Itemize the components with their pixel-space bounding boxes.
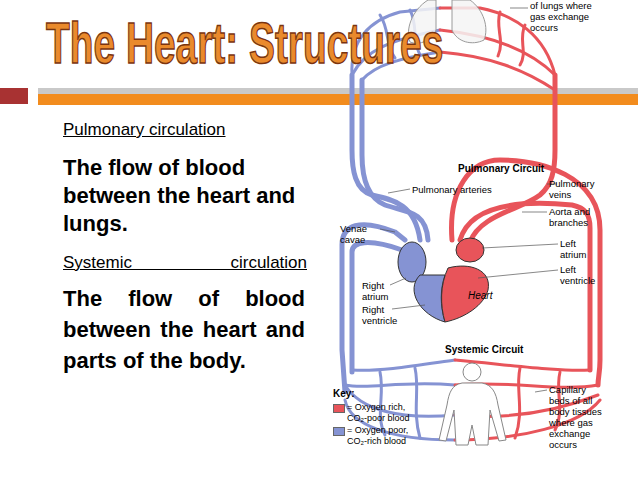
legend-text: = Oxygen poor, CO₂-rich blood: [347, 425, 421, 446]
leader-line: [522, 212, 547, 213]
left-atrium: [456, 238, 484, 262]
capillary: [345, 384, 455, 387]
part-label: Aorta and branches: [549, 206, 604, 228]
leader-line: [482, 244, 558, 248]
lung: [452, 0, 486, 43]
capillary: [520, 25, 525, 65]
leader-line: [510, 8, 528, 9]
vessels: [342, 75, 600, 392]
leader-line: [388, 189, 410, 193]
capillary: [415, 368, 420, 438]
capillary: [440, 52, 555, 90]
capillary: [515, 368, 520, 438]
leader-lines: [380, 184, 558, 392]
part-label: Right ventricle: [362, 304, 408, 326]
capillary: [498, 12, 501, 56]
legend-swatch: [333, 427, 345, 436]
definition-text: The flow of blood between the heart and …: [63, 154, 308, 238]
leader-line: [478, 270, 558, 278]
legend-heading: Key:: [333, 388, 373, 399]
part-label: Capillary beds of all body tissues where…: [549, 384, 609, 450]
definition-text: The flow of blood between the heart and …: [63, 283, 305, 376]
slide-title: The Heart: Structures: [46, 14, 443, 72]
part-label: Left ventricle: [560, 264, 606, 286]
leader-line: [390, 278, 406, 285]
leader-line: [392, 305, 425, 309]
torso: [439, 383, 506, 445]
section-heading: Pulmonary circulation: [63, 120, 313, 140]
part-label: Right atrium: [362, 280, 402, 302]
leader-line: [535, 390, 547, 392]
part-label: Pulmonary veins: [549, 178, 604, 200]
section-heading: Systemic circulation: [63, 253, 307, 273]
circuit-label: Systemic Circuit: [445, 344, 535, 355]
part-label: Left atrium: [560, 238, 600, 260]
body-silhouette: [439, 363, 506, 445]
pulmonary-artery: [362, 80, 428, 240]
legend-swatch: [333, 404, 345, 413]
gray-bar: [38, 88, 638, 94]
part-label: Pulmonary arteries: [412, 184, 512, 195]
heart-illustration: [398, 238, 488, 322]
head: [463, 363, 481, 381]
part-label: of lungs where gas exchange occurs: [530, 0, 602, 33]
accent-square: [0, 88, 28, 104]
right-ventricle: [414, 275, 445, 322]
leader-line: [380, 229, 395, 232]
circuit-label: Pulmonary Circuit: [458, 163, 548, 174]
part-label: Venae cavae: [340, 223, 380, 245]
orange-bar: [38, 94, 638, 105]
legend-text: = Oxygen rich, CO₂-poor blood: [347, 402, 421, 423]
capillary: [352, 360, 455, 370]
part-label: Heart: [468, 290, 508, 301]
